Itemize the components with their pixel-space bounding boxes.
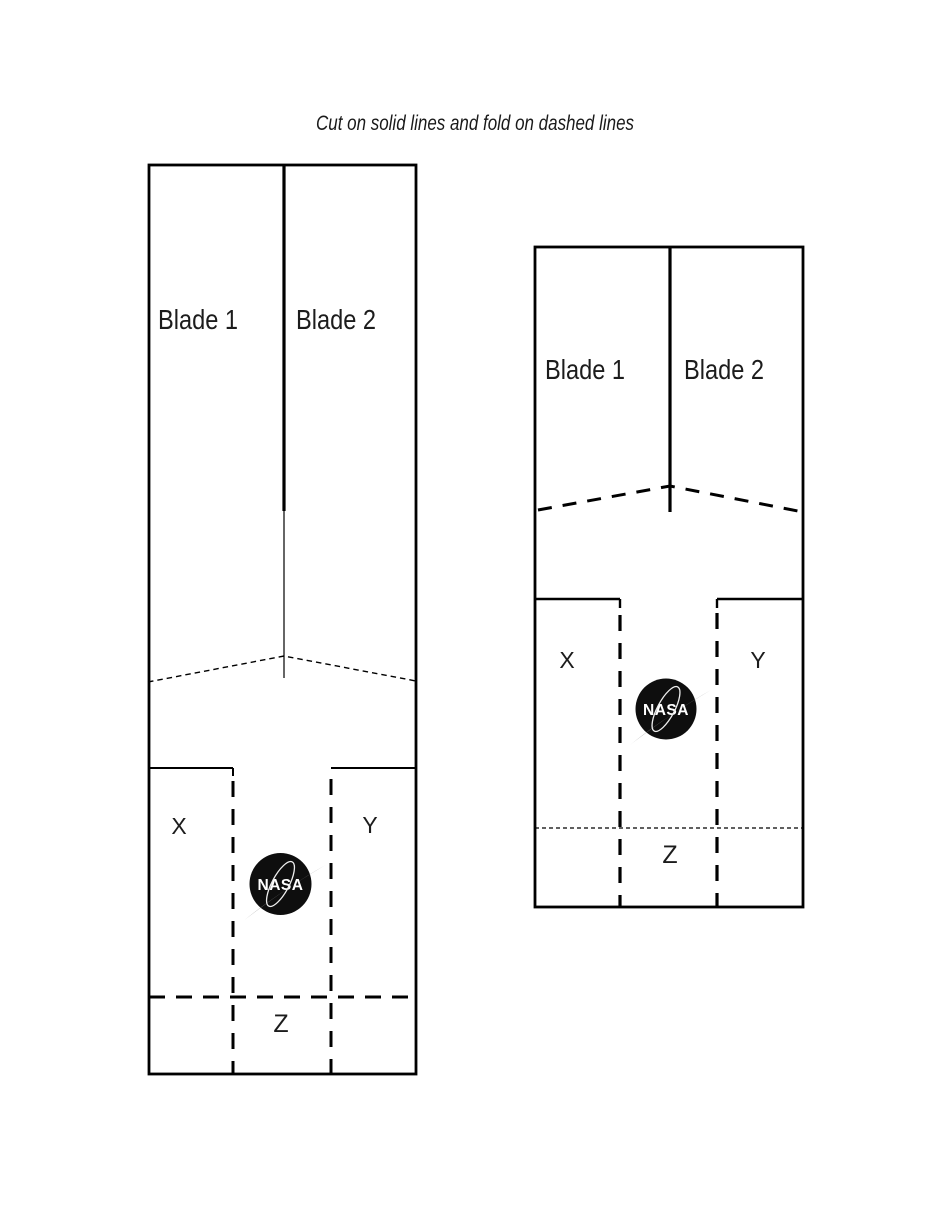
left-blade1-label: Blade 1	[158, 304, 238, 335]
right-blade-fold-chevron	[537, 484, 804, 514]
nasa-logo-disc	[249, 853, 312, 915]
right-flap-x-label: X	[559, 647, 574, 673]
nasa-logo-orbit-icon	[265, 860, 296, 908]
left-blade-fold-chevron	[147, 655, 417, 683]
left-blade2-label: Blade 2	[296, 304, 376, 335]
nasa-logo-text: NASA	[643, 702, 689, 719]
right-flap-y-label: Y	[750, 647, 765, 673]
right-blade2-label: Blade 2	[684, 354, 764, 385]
nasa-logo-disc	[635, 678, 697, 740]
nasa-logo-orbit-icon	[651, 685, 681, 733]
left-flap-x-label: X	[171, 813, 186, 839]
right-flap-z-label: Z	[662, 841, 677, 869]
nasa-logo: NASA	[244, 853, 326, 920]
nasa-logo: NASA	[630, 678, 711, 745]
left-template: Blade 1 Blade 2 X Y Z NASA	[147, 163, 418, 1076]
right-template: Blade 1 Blade 2 X Y Z NASA	[533, 245, 805, 909]
left-flap-z-label: Z	[273, 1010, 288, 1038]
nasa-logo-text: NASA	[258, 877, 304, 894]
right-blade1-label: Blade 1	[545, 354, 625, 385]
instructions-title: Cut on solid lines and fold on dashed li…	[316, 112, 634, 135]
left-flap-y-label: Y	[362, 812, 377, 838]
